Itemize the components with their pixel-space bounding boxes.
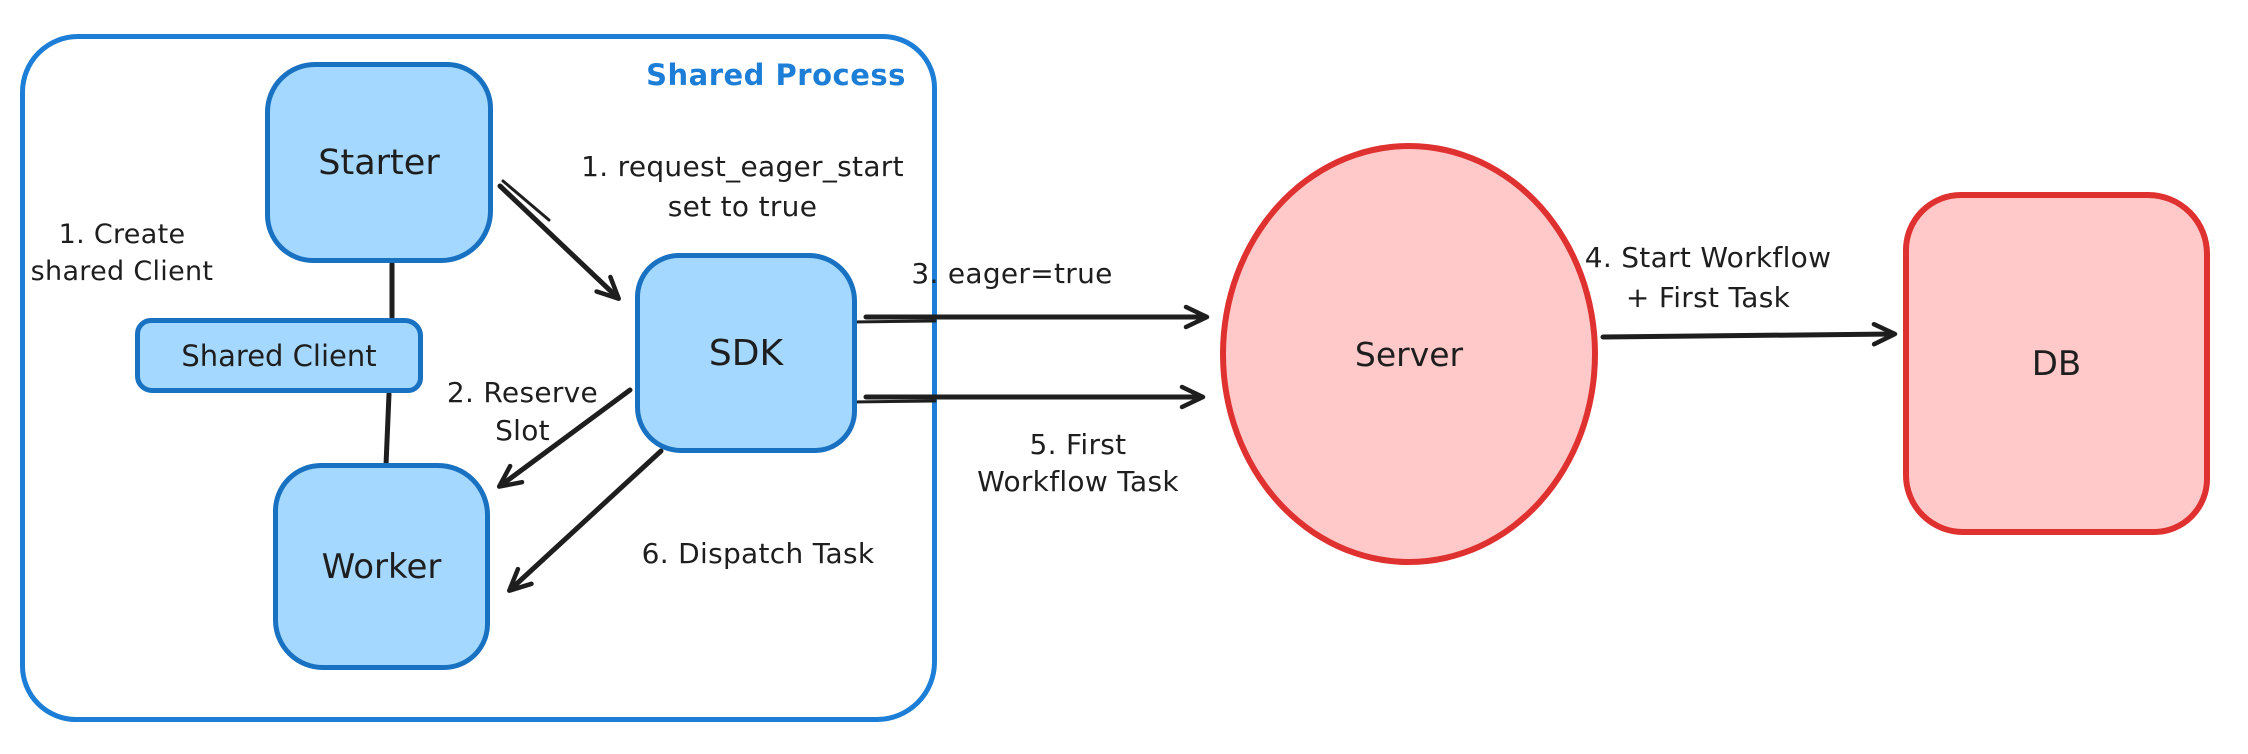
annotation-start-workflow: 4. Start Workflow + First Task: [1558, 238, 1858, 318]
sdk-node: SDK: [635, 253, 857, 453]
annotation-line: 5. First: [1029, 428, 1127, 461]
annotation-create-shared-client: 1. Create shared Client: [22, 216, 222, 290]
db-node: DB: [1903, 192, 2210, 535]
annotation-line: Slot: [495, 414, 550, 447]
shared-process-group: [20, 34, 937, 722]
annotation-dispatch-task: 6. Dispatch Task: [608, 534, 908, 573]
annotation-eager-true: 3. eager=true: [862, 254, 1162, 293]
annotation-line: set to true: [667, 190, 818, 223]
annotation-first-workflow-task: 5. First Workflow Task: [928, 426, 1228, 500]
server-node: Server: [1220, 143, 1598, 565]
annotation-line: 1. request_eager_start: [581, 150, 904, 183]
worker-node-label: Worker: [321, 546, 442, 587]
annotation-line: shared Client: [30, 256, 214, 287]
annotation-line: 1. Create: [58, 219, 186, 250]
server-node-label: Server: [1354, 334, 1464, 374]
annotation-reserve-slot: 2. Reserve Slot: [420, 374, 625, 450]
sdk-node-label: SDK: [708, 332, 784, 374]
shared-process-label: Shared Process: [646, 58, 906, 92]
annotation-line: + First Task: [1625, 281, 1791, 314]
annotation-line: 4. Start Workflow: [1584, 241, 1832, 274]
shared-client-node-label: Shared Client: [181, 338, 377, 373]
annotation-line: 6. Dispatch Task: [641, 537, 875, 570]
annotation-line: 2. Reserve: [446, 376, 599, 409]
starter-node: Starter: [265, 62, 493, 263]
annotation-request-eager-start: 1. request_eager_start set to true: [545, 147, 940, 227]
db-node-label: DB: [2031, 343, 2082, 384]
server-to-db-arrow: [1600, 321, 1898, 347]
worker-node: Worker: [273, 463, 490, 670]
annotation-line: 3. eager=true: [911, 257, 1113, 290]
shared-client-node: Shared Client: [135, 318, 423, 393]
starter-node-label: Starter: [318, 142, 440, 183]
annotation-line: Workflow Task: [977, 465, 1179, 498]
